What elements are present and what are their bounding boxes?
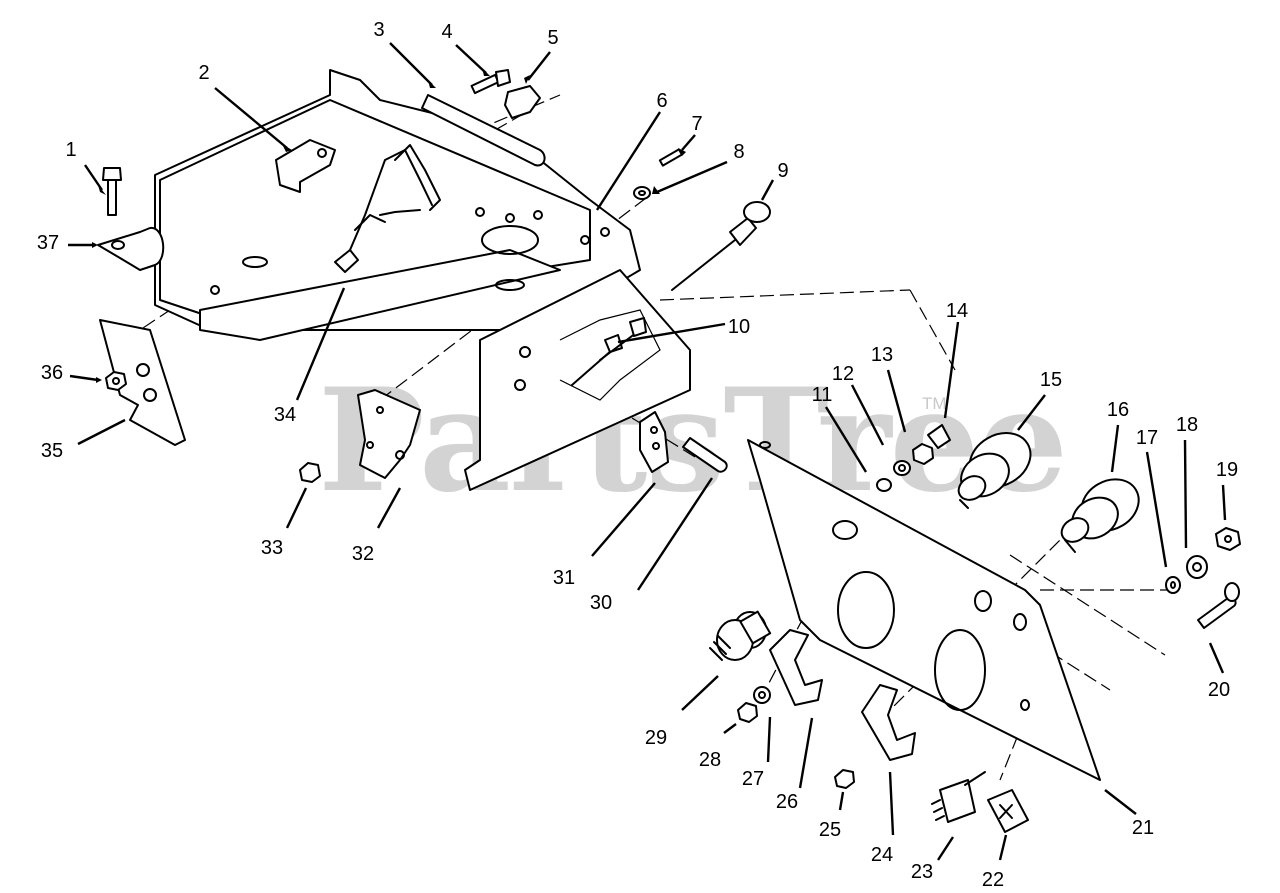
- cap-5: [504, 85, 541, 119]
- toggle-switch-23: [931, 771, 986, 823]
- part-label-35: 35: [40, 440, 64, 462]
- nut-19: [1215, 527, 1241, 551]
- leader-arrowheads: [92, 68, 686, 383]
- part-label-37: 37: [36, 232, 60, 254]
- part-label-16: 16: [1106, 399, 1130, 421]
- part-label-9: 9: [777, 160, 789, 182]
- part-label-17: 17: [1135, 427, 1159, 449]
- clamp-37: [97, 167, 165, 271]
- part-label-27: 27: [741, 768, 765, 790]
- part-label-28: 28: [698, 749, 722, 771]
- part-label-14: 14: [945, 300, 969, 322]
- part-label-5: 5: [547, 27, 559, 49]
- part-label-26: 26: [775, 791, 799, 813]
- plate-22: [987, 789, 1029, 833]
- washer-8: [633, 186, 651, 200]
- part-label-33: 33: [260, 537, 284, 559]
- gauge-16: [1060, 478, 1140, 553]
- leader-lines: [68, 42, 1227, 861]
- nut-36: [105, 371, 127, 391]
- choke-knob-9: [671, 201, 771, 291]
- main-bracket: [154, 69, 691, 491]
- bracket-24: [861, 684, 916, 761]
- part-label-20: 20: [1207, 679, 1231, 701]
- screws-10: [571, 317, 647, 386]
- washer-17: [1165, 576, 1181, 594]
- ignition-switch-29: [709, 610, 772, 661]
- washer-27: [753, 686, 771, 704]
- screw-7: [658, 148, 683, 167]
- trademark-symbol: TM: [922, 394, 947, 413]
- part-label-12: 12: [831, 363, 855, 385]
- part-label-23: 23: [910, 861, 934, 883]
- part-label-6: 6: [656, 90, 668, 112]
- nut-28: [737, 702, 758, 723]
- pin-30: [682, 437, 728, 473]
- part-label-34: 34: [273, 404, 297, 426]
- part-label-19: 19: [1215, 459, 1239, 481]
- part-label-10: 10: [727, 316, 751, 338]
- angle-bracket-2: [275, 139, 336, 193]
- nut-25: [834, 769, 855, 789]
- part-label-11: 11: [811, 384, 833, 406]
- part-label-31: 31: [552, 567, 576, 589]
- rod-3: [421, 94, 546, 167]
- part-label-36: 36: [40, 362, 64, 384]
- part-label-2: 2: [198, 62, 210, 84]
- nut-13: [912, 443, 934, 465]
- part-label-3: 3: [373, 19, 385, 41]
- nut-33: [299, 462, 321, 483]
- part-label-24: 24: [870, 844, 894, 866]
- left-plate-35: [99, 319, 186, 446]
- bolt-20: [1197, 582, 1240, 629]
- bolt-4: [470, 69, 511, 95]
- part-label-15: 15: [1039, 369, 1063, 391]
- part-label-4: 4: [441, 21, 453, 43]
- part-label-8: 8: [733, 141, 745, 163]
- clip-14: [927, 424, 951, 449]
- spring-clip-34: [334, 144, 441, 273]
- part-label-7: 7: [691, 113, 703, 135]
- strap-bracket-32: [357, 389, 421, 479]
- clip-31: [639, 411, 669, 473]
- part-label-25: 25: [818, 819, 842, 841]
- part-label-18: 18: [1175, 414, 1199, 436]
- part-label-29: 29: [644, 727, 668, 749]
- dash-panel-21: [747, 439, 1101, 781]
- part-label-13: 13: [870, 344, 894, 366]
- part-label-1: 1: [65, 139, 77, 161]
- part-label-30: 30: [589, 592, 613, 614]
- part-label-22: 22: [981, 869, 1005, 891]
- washer-18: [1186, 555, 1208, 579]
- bracket-26: [769, 629, 823, 706]
- part-label-21: 21: [1131, 817, 1155, 839]
- gauge-15: [957, 432, 1032, 509]
- part-label-32: 32: [351, 543, 375, 565]
- lock-washer-11: [876, 478, 892, 492]
- washer-12: [893, 460, 911, 476]
